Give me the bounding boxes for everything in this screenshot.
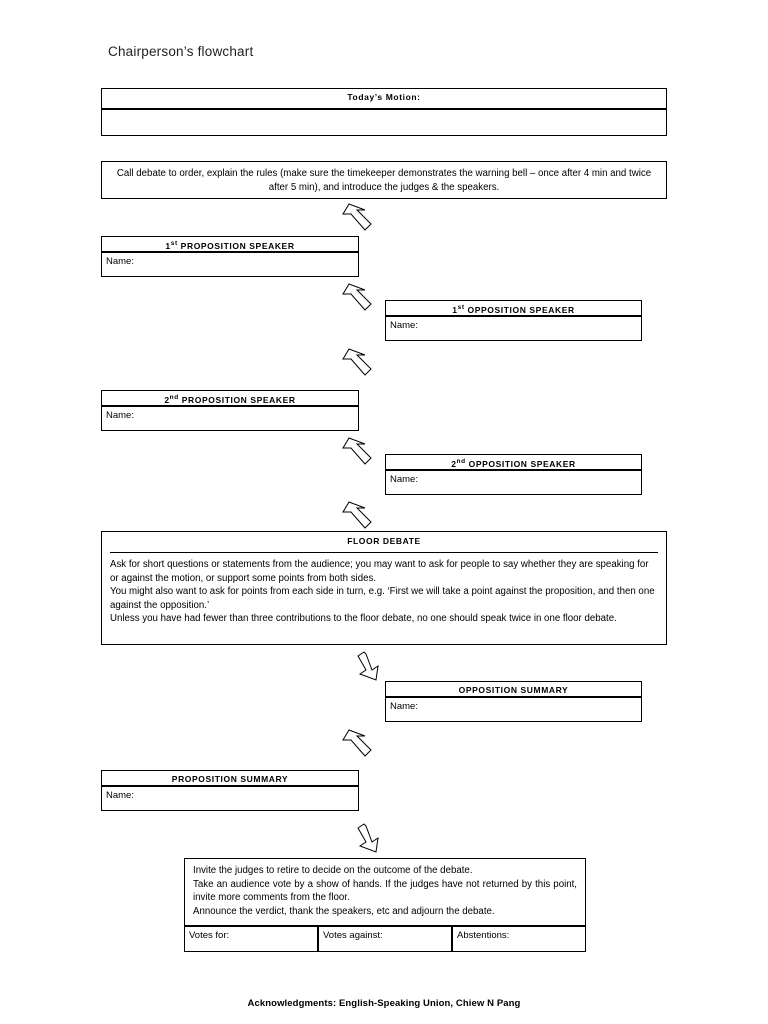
motion-input-box[interactable]	[101, 109, 667, 136]
proposition-summary-name-box[interactable]: Name:	[101, 786, 359, 811]
final-line-3: Announce the verdict, thank the speakers…	[193, 905, 495, 917]
motion-header-box: Today’s Motion:	[101, 88, 667, 109]
final-instructions-box: Invite the judges to retire to decide on…	[184, 858, 586, 926]
abstentions-label: Abstentions:	[457, 930, 510, 941]
down-right-arrow	[342, 348, 372, 376]
motion-header-label: Today’s Motion:	[347, 92, 421, 102]
votes-against-cell[interactable]: Votes against:	[318, 926, 452, 952]
down-right-arrow	[342, 501, 372, 529]
intro-box: Call debate to order, explain the rules …	[101, 161, 667, 199]
floor-debate-divider	[110, 552, 658, 553]
opposition-summary-name-label: Name:	[390, 701, 418, 712]
prop2-header-sup: nd	[169, 394, 179, 401]
footer-acknowledgments: Acknowledgments: English-Speaking Union,…	[247, 998, 521, 1009]
opposition-summary-header-box: OPPOSITION SUMMARY	[385, 681, 642, 697]
down-right-arrow	[357, 823, 379, 853]
opp1-header-rest: OPPOSITION SPEAKER	[464, 304, 575, 315]
prop2-name-label: Name:	[106, 410, 134, 421]
prop2-header-num: 2	[164, 394, 170, 405]
opp2-name-label: Name:	[390, 474, 418, 485]
prop1-header-num: 1	[165, 240, 171, 251]
floor-debate-header: FLOOR DEBATE	[347, 536, 421, 546]
votes-for-label: Votes for:	[189, 930, 230, 941]
down-right-arrow	[342, 437, 372, 465]
prop1-header-box: 1st PROPOSITION SPEAKER	[101, 236, 359, 252]
motion-input-value[interactable]	[102, 110, 666, 113]
proposition-summary-header: PROPOSITION SUMMARY	[171, 774, 289, 784]
down-right-arrow	[357, 651, 379, 681]
votes-against-label: Votes against:	[323, 930, 383, 941]
opposition-summary-name-box[interactable]: Name:	[385, 697, 642, 722]
down-right-arrow	[342, 283, 372, 311]
floor-debate-paragraph-3: Unless you have had fewer than three con…	[110, 613, 617, 624]
opp2-header-sup: nd	[456, 458, 466, 465]
final-line-1: Invite the judges to retire to decide on…	[193, 865, 473, 876]
prop1-header-sup: st	[170, 240, 178, 247]
opp2-header-num: 2	[451, 458, 457, 469]
prop1-name-label: Name:	[106, 256, 134, 267]
opp1-header-sup: st	[457, 304, 465, 311]
final-line-2: Take an audience vote by a show of hands…	[193, 878, 577, 904]
abstentions-cell[interactable]: Abstentions:	[452, 926, 586, 952]
votes-for-cell[interactable]: Votes for:	[184, 926, 318, 952]
opp1-header-num: 1	[452, 304, 458, 315]
prop2-name-box[interactable]: Name:	[101, 406, 359, 431]
opp1-header-box: 1st OPPOSITION SPEAKER	[385, 300, 642, 316]
floor-debate-paragraph-1: Ask for short questions or statements fr…	[110, 559, 649, 584]
intro-text: Call debate to order, explain the rules …	[116, 168, 652, 193]
opp2-header-box: 2nd OPPOSITION SPEAKER	[385, 454, 642, 470]
proposition-summary-name-label: Name:	[106, 790, 134, 801]
opp2-name-box[interactable]: Name:	[385, 470, 642, 495]
opposition-summary-header: OPPOSITION SUMMARY	[458, 685, 569, 695]
prop1-header-rest: PROPOSITION SPEAKER	[177, 240, 295, 251]
page-title: Chairperson’s flowchart	[108, 44, 254, 59]
prop2-header-rest: PROPOSITION SPEAKER	[178, 394, 296, 405]
prop2-header-box: 2nd PROPOSITION SPEAKER	[101, 390, 359, 406]
opp1-name-box[interactable]: Name:	[385, 316, 642, 341]
prop1-name-box[interactable]: Name:	[101, 252, 359, 277]
floor-debate-box: FLOOR DEBATE Ask for short questions or …	[101, 531, 667, 645]
proposition-summary-header-box: PROPOSITION SUMMARY	[101, 770, 359, 786]
opp2-header-rest: OPPOSITION SPEAKER	[465, 458, 576, 469]
down-right-arrow	[342, 203, 372, 231]
floor-debate-paragraph-2: You might also want to ask for points fr…	[110, 586, 655, 611]
down-right-arrow	[342, 729, 372, 757]
opp1-name-label: Name:	[390, 320, 418, 331]
